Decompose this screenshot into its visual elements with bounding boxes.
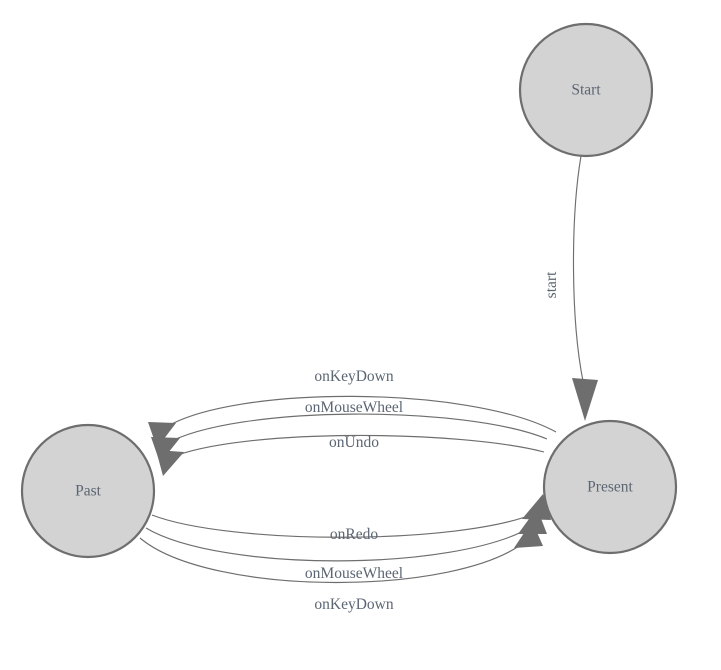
edge-wheel-down-label: onMouseWheel	[305, 565, 403, 582]
node-past[interactable]: Past	[20, 423, 156, 559]
edge-undo-path	[169, 434, 545, 459]
node-present-label: Present	[587, 479, 633, 496]
edge-redo-path	[151, 512, 537, 538]
edge-keydown-down-arrowhead	[514, 521, 543, 548]
edge-keydown-down-path	[139, 537, 528, 584]
edge-keydown-up-label: onKeyDown	[314, 368, 393, 385]
node-start-circle	[518, 22, 654, 158]
node-present[interactable]: Present	[542, 419, 678, 555]
edge-wheel-up-label: onMouseWheel	[305, 399, 403, 416]
edge-wheel-down-path	[145, 526, 532, 562]
node-start[interactable]: Start	[518, 22, 654, 158]
edge-wheel-down-arrowhead	[518, 508, 547, 534]
edge-past-to-present-redo[interactable]: onRedo	[151, 494, 551, 543]
edge-keydown-down-label: onKeyDown	[314, 596, 393, 613]
edge-start-label: start	[543, 271, 560, 298]
node-past-circle	[20, 423, 156, 559]
edge-wheel-up-path	[165, 413, 548, 445]
edge-redo-label: onRedo	[330, 526, 378, 543]
edge-redo-arrowhead	[522, 494, 551, 520]
edge-undo-label: onUndo	[329, 434, 379, 451]
edge-undo-arrowhead	[156, 450, 184, 476]
edge-keydown-up-path	[162, 395, 557, 433]
edge-present-to-past-undo[interactable]: onUndo	[156, 434, 545, 476]
edge-start-path	[572, 155, 585, 387]
edge-past-to-present-keydown[interactable]: onKeyDown	[139, 521, 543, 613]
edge-start-to-present[interactable]: start	[543, 155, 598, 421]
node-present-circle	[542, 419, 678, 555]
node-start-label: Start	[571, 82, 601, 99]
edge-start-arrowhead	[572, 378, 598, 421]
node-past-label: Past	[75, 483, 102, 500]
edge-past-to-present-mousewheel[interactable]: onMouseWheel	[145, 508, 547, 582]
edge-present-to-past-mousewheel[interactable]: onMouseWheel	[151, 399, 548, 463]
